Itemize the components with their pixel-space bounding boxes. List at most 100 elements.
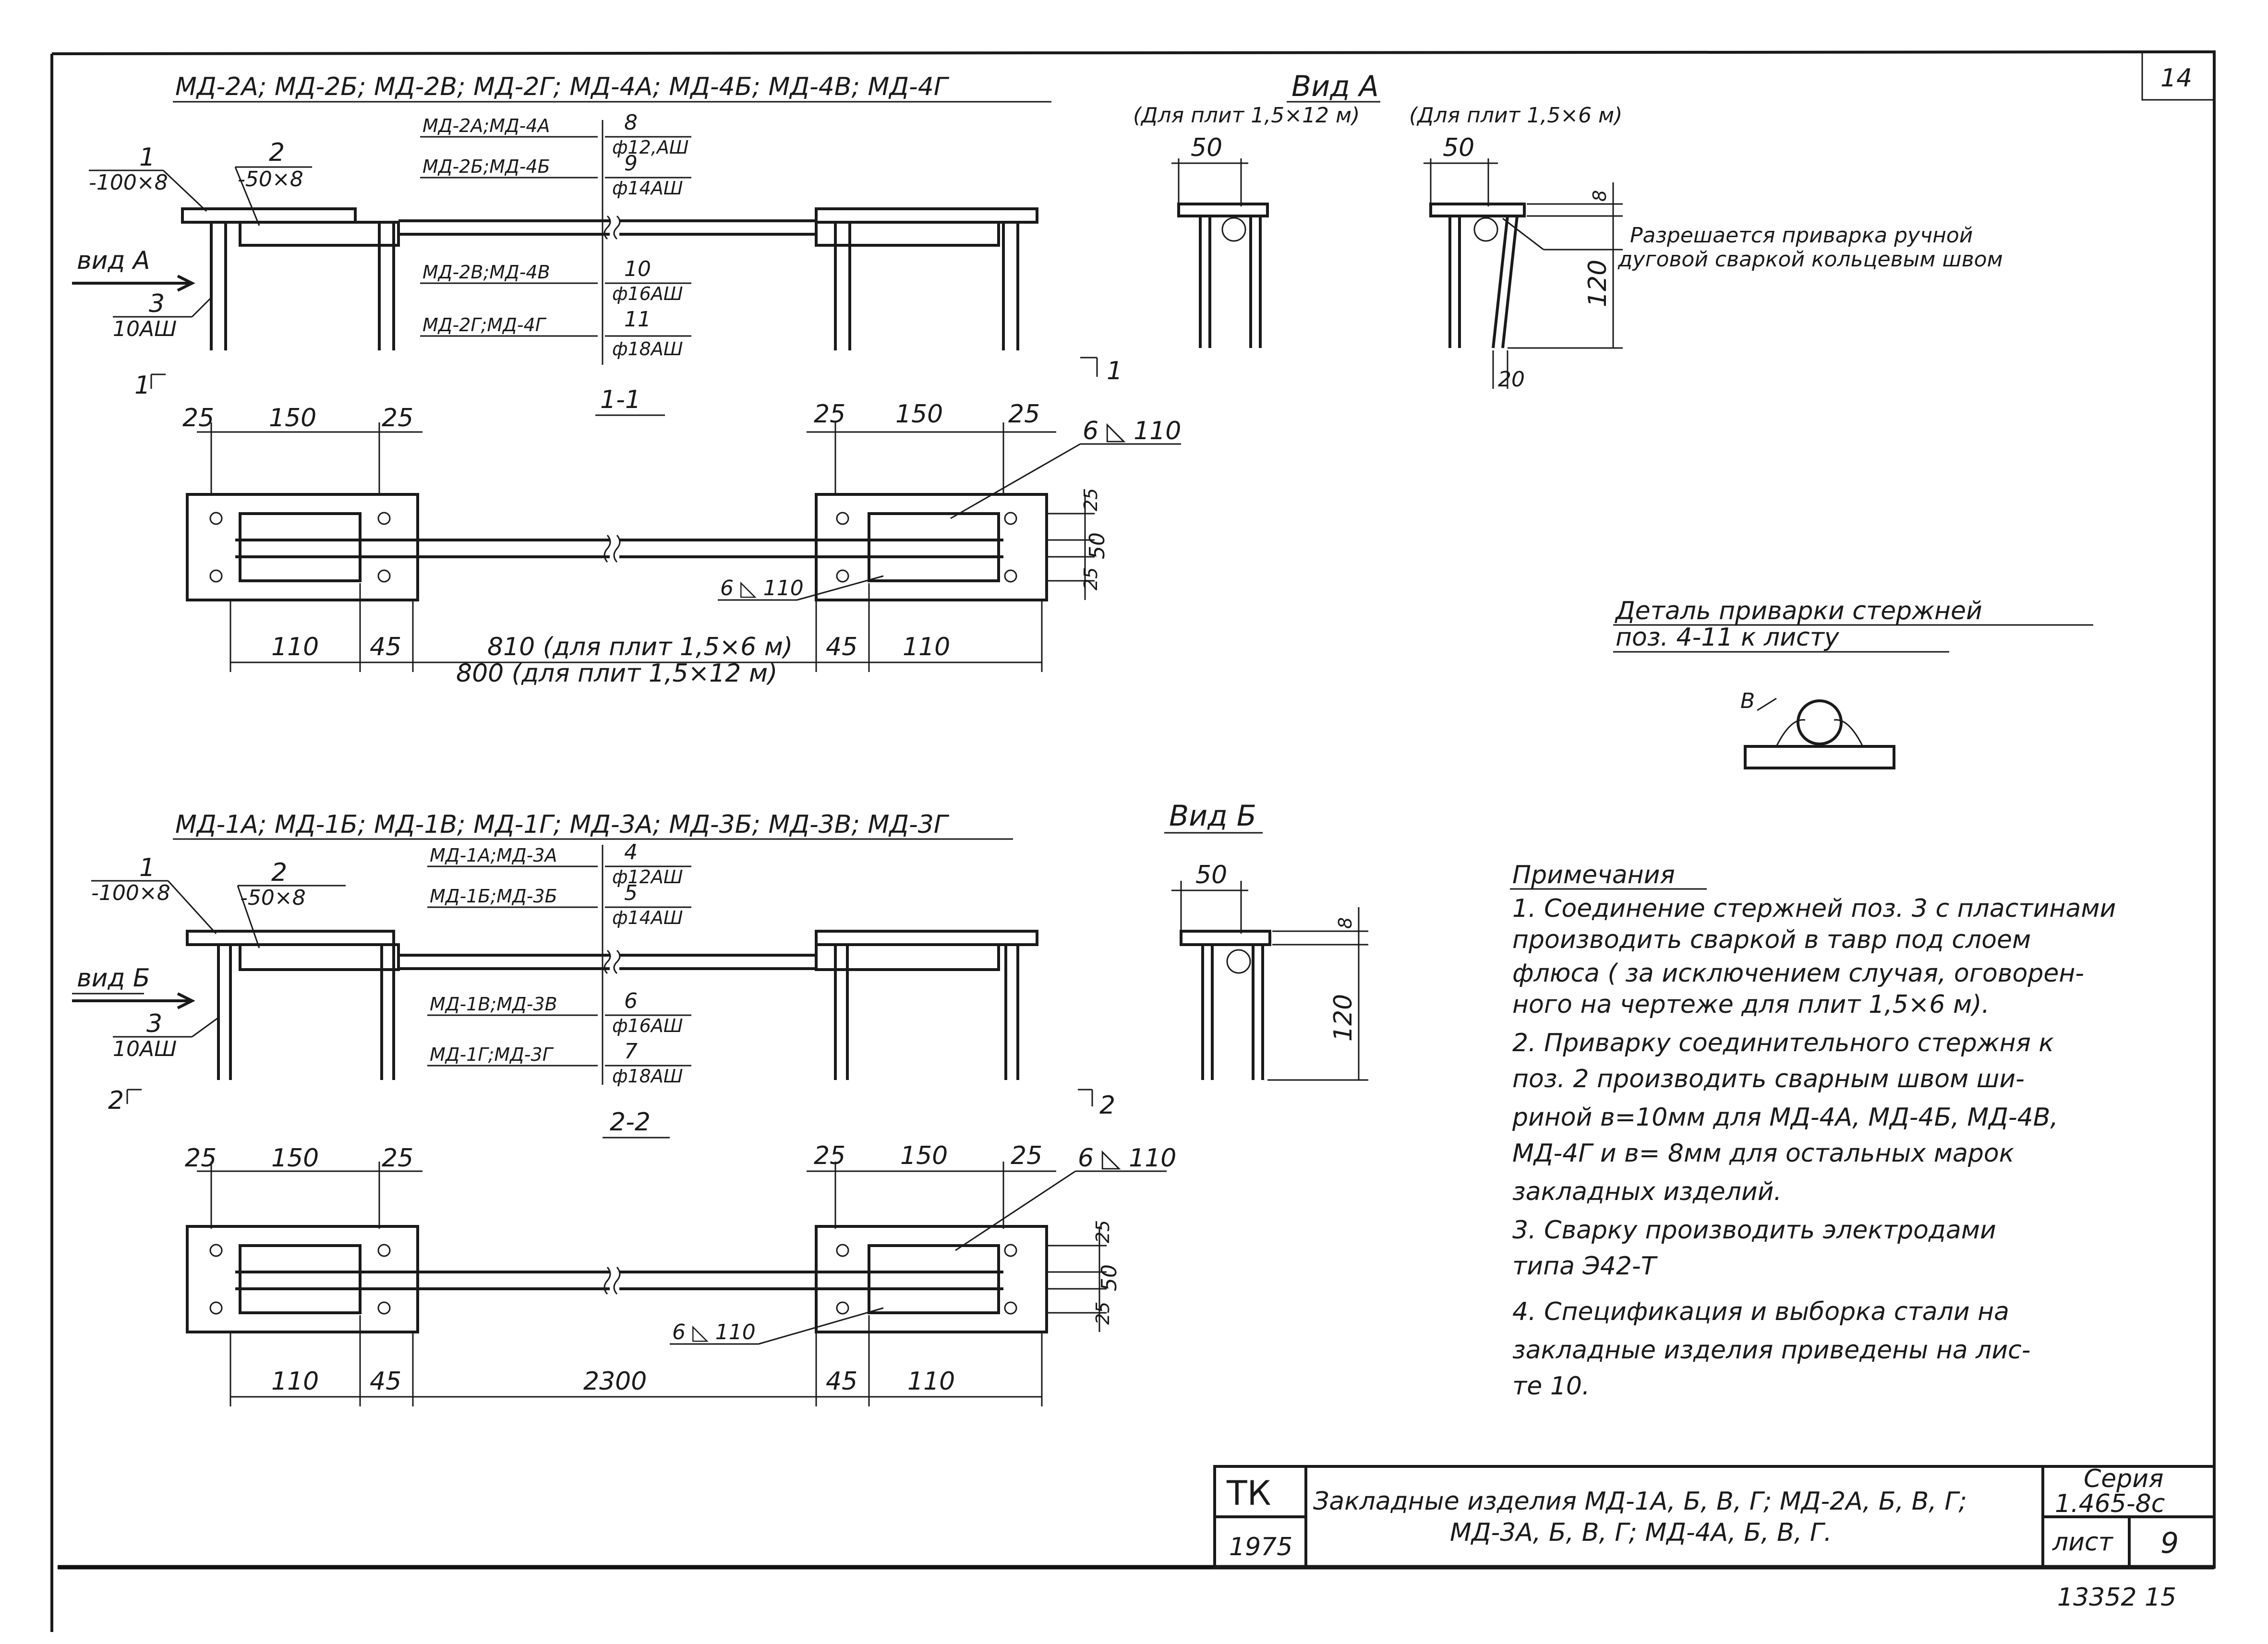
tb-org: ТК bbox=[1226, 1474, 1271, 1513]
s22-dim-bottom-3: 45 bbox=[826, 1367, 857, 1396]
s11-weld-top: 6 ◺ 110 bbox=[1083, 417, 1181, 445]
tb-series-value: 1.465-8с bbox=[2055, 1489, 2165, 1518]
bottom-pos3-num: 3 bbox=[146, 1009, 162, 1038]
bottom-pos2-num: 2 bbox=[271, 858, 287, 887]
top-rebar-marks-1: МД-2Б;МД-4Б bbox=[422, 156, 550, 177]
detail-title-line1: Деталь приварки стержней bbox=[1615, 597, 1982, 625]
s22-dim-bottom-4: 110 bbox=[907, 1367, 955, 1396]
bottom-rebar-pos-1: 5 bbox=[624, 881, 638, 905]
bottom-cut-right: 2 bbox=[1099, 1091, 1115, 1120]
bottom-rebar-marks-3: МД-1Г;МД-3Г bbox=[430, 1044, 554, 1065]
bottom-pos1-size: -100×8 bbox=[91, 881, 170, 905]
s22-dim-top-4: 150 bbox=[900, 1141, 948, 1170]
top-cut-left: 1 bbox=[134, 371, 150, 400]
s11-dim-bottom-3: 45 bbox=[826, 633, 857, 661]
s11-dim-bottom-0: 110 bbox=[271, 633, 319, 661]
top-rebar-pos-2: 10 bbox=[624, 257, 651, 281]
view-a-dim-20: 20 bbox=[1498, 367, 1525, 392]
s11-dim-side-0: 25 bbox=[1080, 488, 1101, 511]
tb-series-label: Серия bbox=[2084, 1464, 2163, 1493]
top-pos2-num: 2 bbox=[269, 138, 285, 167]
weld-detail: Деталь приварки стержней поз. 4-11 к лис… bbox=[1613, 597, 2093, 769]
detail-label: В bbox=[1740, 689, 1755, 713]
top-pos1-size: -100×8 bbox=[89, 170, 168, 195]
notes-line-8: закладных изделий. bbox=[1512, 1177, 1782, 1206]
notes-line-4: 2. Приварку соединительного стержня к bbox=[1512, 1029, 2054, 1057]
notes-heading: Примечания bbox=[1512, 861, 1675, 889]
notes-line-3: ного на чертеже для плит 1,5×6 м). bbox=[1512, 990, 1990, 1019]
top-pos3-size: 10АШ bbox=[113, 317, 177, 341]
bottom-rebar-marks-0: МД-1А;МД-3А bbox=[430, 845, 557, 866]
bottom-rebar-dia-3: ф18АШ bbox=[612, 1066, 683, 1087]
view-b-title: Вид Б bbox=[1169, 799, 1256, 833]
s22-dim-top-0: 25 bbox=[185, 1144, 217, 1173]
bottom-rebar-marks-2: МД-1В;МД-3В bbox=[430, 994, 557, 1015]
view-a: Вид А (Для плит 1,5×12 м) (Для плит 1,5×… bbox=[1133, 70, 2003, 392]
tb-name-line1: Закладные изделия МД-1А, Б, В, Г; МД-2А,… bbox=[1313, 1487, 1967, 1516]
title-block: ТК 1975 Закладные изделия МД-1А, Б, В, Г… bbox=[1213, 1464, 2216, 1612]
s11-dim-top-1: 150 bbox=[269, 404, 316, 432]
bottom-pos1-num: 1 bbox=[139, 853, 155, 882]
section-2-2: 2-2 25 150 25 25 150 25 6 ◺ 110 bbox=[185, 1108, 1176, 1406]
s22-weld-top: 6 ◺ 110 bbox=[1078, 1144, 1176, 1173]
s22-dim-top-5: 25 bbox=[1011, 1141, 1042, 1170]
s22-dim-bottom-1: 45 bbox=[370, 1367, 401, 1396]
view-b-dim-120: 120 bbox=[1329, 994, 1358, 1042]
view-a-dim-50-left: 50 bbox=[1191, 133, 1222, 162]
s22-weld-mid: 6 ◺ 110 bbox=[672, 1320, 756, 1344]
view-a-sub-right: (Для плит 1,5×6 м) bbox=[1409, 103, 1622, 128]
top-rebar-dia-3: ф18АШ bbox=[612, 338, 683, 360]
tb-name-line2: МД-3А, Б, В, Г; МД-4А, Б, В, Г. bbox=[1450, 1518, 1832, 1547]
bottom-rebar-pos-2: 6 bbox=[624, 989, 638, 1013]
notes: Примечания 1. Соединение стержней поз. 3… bbox=[1510, 861, 2116, 1401]
bottom-rebar-pos-3: 7 bbox=[624, 1039, 638, 1064]
view-a-dim-8: 8 bbox=[1589, 190, 1610, 202]
tb-sheet-label: лист bbox=[2052, 1528, 2114, 1557]
s11-dim-top-5: 25 bbox=[1008, 400, 1040, 429]
bottom-pos2-size: -50×8 bbox=[240, 886, 306, 910]
notes-line-13: те 10. bbox=[1512, 1372, 1590, 1401]
top-pos2-size: -50×8 bbox=[238, 167, 303, 192]
s11-dim-bottom-1: 45 bbox=[370, 633, 401, 661]
view-a-note-line1: Разрешается приварка ручной bbox=[1630, 223, 1973, 248]
notes-line-6: риной в=10мм для МД-4А, МД-4Б, МД-4В, bbox=[1512, 1103, 2058, 1132]
top-view-arrow-label: вид А bbox=[77, 246, 150, 275]
top-pos1-num: 1 bbox=[139, 143, 155, 172]
bottom-cut-left: 2 bbox=[108, 1086, 124, 1115]
bottom-rebar-dia-2: ф16АШ bbox=[612, 1015, 683, 1036]
notes-line-12: закладные изделия приведены на лис- bbox=[1512, 1336, 2031, 1365]
archive-stamp: 13352 15 bbox=[2057, 1583, 2176, 1612]
top-rebar-pos-0: 8 bbox=[624, 110, 638, 135]
s22-dim-bottom-2: 2300 bbox=[583, 1367, 647, 1396]
s11-dim-side-2: 25 bbox=[1080, 567, 1101, 590]
section-1-1-title: 1-1 bbox=[600, 385, 641, 414]
view-a-note-line2: дуговой сваркой кольцевым швом bbox=[1617, 247, 2003, 272]
s22-dim-side-2: 25 bbox=[1092, 1302, 1113, 1325]
view-a-dim-50-right: 50 bbox=[1443, 133, 1474, 162]
bottom-rebar-pos-0: 4 bbox=[624, 840, 638, 864]
s11-dim-side-1: 50 bbox=[1085, 532, 1110, 559]
view-b: Вид Б 50 8 120 bbox=[1164, 799, 1368, 1081]
view-b-dim-8: 8 bbox=[1335, 917, 1356, 929]
bottom-view-arrow-label: вид Б bbox=[77, 964, 150, 993]
s11-weld-mid: 6 ◺ 110 bbox=[720, 576, 804, 600]
top-rebar-dia-2: ф16АШ bbox=[612, 283, 683, 304]
notes-line-5: поз. 2 производить сварным швом ши- bbox=[1512, 1065, 2025, 1093]
bottom-pos3-size: 10АШ bbox=[113, 1037, 177, 1061]
view-a-dim-120: 120 bbox=[1583, 260, 1612, 307]
view-a-sub-left: (Для плит 1,5×12 м) bbox=[1133, 103, 1360, 128]
notes-line-2: флюса ( за исключением случая, оговорен- bbox=[1512, 959, 2084, 988]
s22-dim-top-1: 150 bbox=[271, 1144, 319, 1173]
top-rebar-pos-1: 9 bbox=[624, 151, 638, 176]
detail-title-line2: поз. 4-11 к листу bbox=[1616, 623, 1840, 652]
top-rebar-dia-0: ф12,АШ bbox=[612, 137, 689, 158]
top-rebar-marks-2: МД-2В;МД-4В bbox=[422, 262, 550, 283]
top-rebar-marks-0: МД-2А;МД-4А bbox=[422, 115, 550, 136]
s22-dim-side-1: 50 bbox=[1097, 1264, 1122, 1291]
s11-dim-total: 800 (для плит 1,5×12 м) bbox=[456, 659, 777, 688]
section-1-1: 1-1 25 150 25 25 150 25 6 ◺ 110 bbox=[182, 385, 1181, 688]
top-assembly: МД-2А; МД-2Б; МД-2В; МД-2Г; МД-4А; МД-4Б… bbox=[72, 72, 1122, 400]
s11-dim-top-2: 25 bbox=[382, 404, 413, 432]
bottom-rebar-dia-0: ф12АШ bbox=[612, 866, 683, 888]
